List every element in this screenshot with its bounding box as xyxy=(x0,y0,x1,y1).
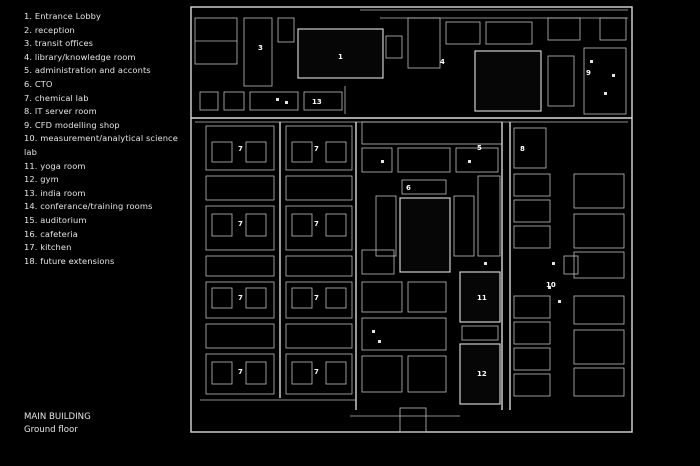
legend-item: 16. cafeteria xyxy=(24,228,78,239)
top-wing xyxy=(194,9,628,115)
legend-item: 1. Entrance Lobby xyxy=(24,11,102,21)
legend-item: 10. measurement/analytical science lab xyxy=(24,133,178,157)
legend-item: 6. CTO xyxy=(24,78,53,89)
legend-item: 15. auditorium xyxy=(24,214,87,225)
caption-building: MAIN BUILDING xyxy=(24,412,91,422)
room-number: 1 xyxy=(338,53,343,61)
legend-list: 1. Entrance Lobby 2. reception 3. transi… xyxy=(24,10,189,268)
lab-block-center xyxy=(285,125,353,395)
room-number: 10 xyxy=(546,281,556,289)
legend-item: 17. kitchen xyxy=(24,242,72,253)
legend-item: 13. india room xyxy=(24,187,86,198)
room-number: 11 xyxy=(477,294,487,302)
legend-item: 7. chemical lab xyxy=(24,92,89,103)
room-labels: 1 3 4 5 6 7 7 7 7 7 7 7 7 8 9 10 11 12 1… xyxy=(238,44,591,378)
legend-item: 12. gym xyxy=(24,174,59,185)
room-number: 7 xyxy=(238,220,243,228)
legend-item: 3. transit offices xyxy=(24,38,94,49)
legend-item: 11. yoga room xyxy=(24,160,86,171)
legend-item: 5. administration and acconts xyxy=(24,65,151,76)
legend-item: 18. future extensions xyxy=(24,255,115,266)
room-number: 3 xyxy=(258,44,263,52)
room-number: 12 xyxy=(477,370,487,378)
room-number: 7 xyxy=(314,368,319,376)
room-number: 7 xyxy=(314,294,319,302)
room-number: 4 xyxy=(440,58,445,66)
room-number: 7 xyxy=(314,145,319,153)
room-number: 13 xyxy=(312,98,322,106)
room-number: 5 xyxy=(477,144,482,152)
lab-block-left xyxy=(205,125,275,395)
legend-item: 9. CFD modelling shop xyxy=(24,119,120,130)
caption-floor: Ground floor xyxy=(24,425,78,435)
room-number: 7 xyxy=(314,220,319,228)
right-wing xyxy=(509,122,625,410)
room-number: 8 xyxy=(520,145,525,153)
plan-caption: MAIN BUILDING Ground floor xyxy=(24,411,91,437)
legend-item: 14. conferance/training rooms xyxy=(24,201,153,212)
legend-item: 4. library/knowledge room xyxy=(24,51,136,62)
room-number: 7 xyxy=(238,145,243,153)
room-number: 9 xyxy=(586,69,591,77)
central-core xyxy=(361,121,503,410)
legend-item: 2. reception xyxy=(24,24,75,35)
legend-item: 8. IT server room xyxy=(24,106,97,117)
room-number: 7 xyxy=(238,294,243,302)
bottom-entrance xyxy=(350,407,460,433)
room-number: 6 xyxy=(406,184,411,192)
room-number: 7 xyxy=(238,368,243,376)
